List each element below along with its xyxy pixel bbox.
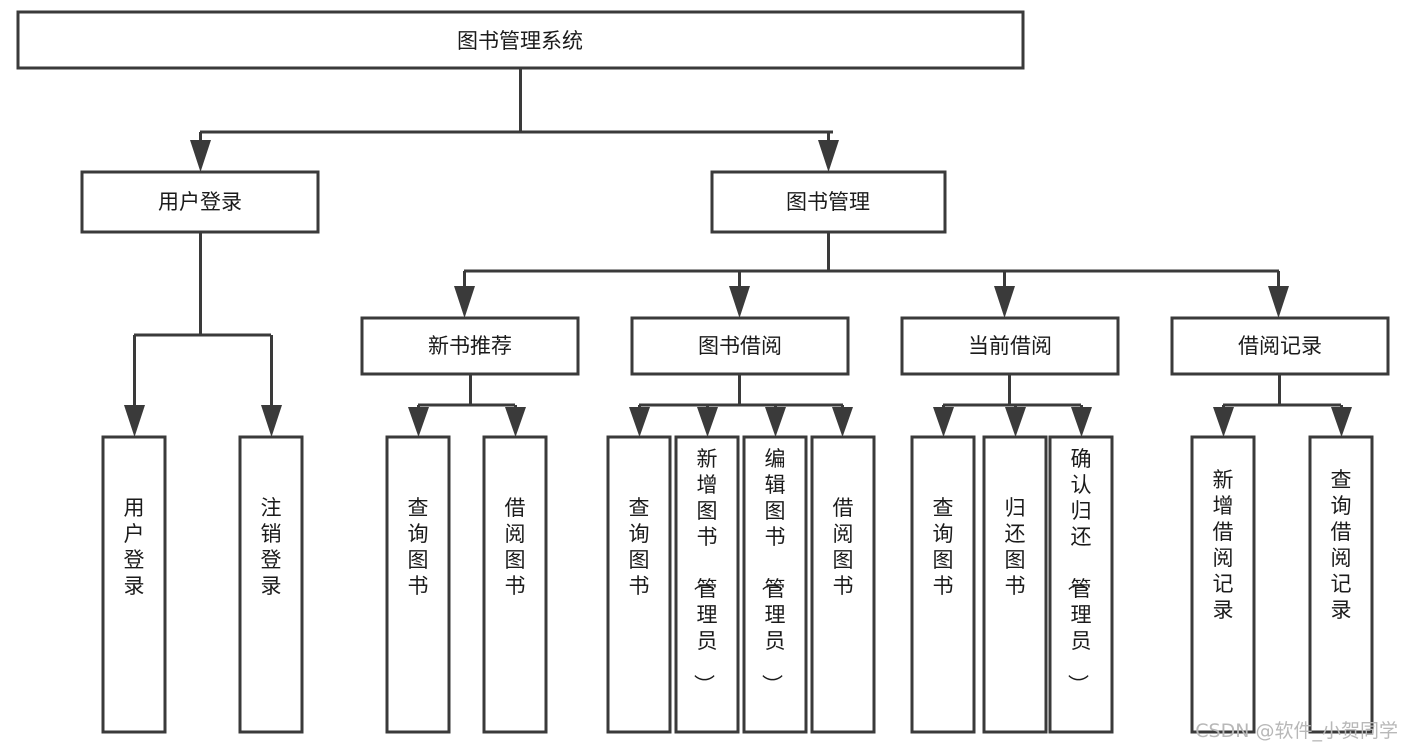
node-leaf-add-borrow-record-label: 新增借阅记录 bbox=[1213, 468, 1234, 622]
arrow-head-leaf-query-borrow-record bbox=[1331, 407, 1352, 437]
node-book-borrow[interactable]: 图书借阅 bbox=[630, 316, 850, 376]
node-leaf-user-login-box bbox=[101, 435, 167, 734]
node-user-login-box bbox=[80, 170, 320, 234]
node-leaf-edit-book-admin-box bbox=[742, 435, 808, 734]
connector-group-book-borrow bbox=[629, 374, 853, 437]
arrow-head-leaf-return-book bbox=[1005, 407, 1026, 437]
node-new-book-recommend[interactable]: 新书推荐 bbox=[360, 316, 580, 376]
node-leaf-query-book-borrow[interactable]: 查询图书 bbox=[606, 435, 672, 734]
arrow-head-book-borrow bbox=[729, 286, 750, 318]
node-leaf-query-book-rec-box bbox=[385, 435, 451, 734]
node-leaf-query-book-borrow-label: 查询图书 bbox=[629, 496, 650, 598]
node-leaf-query-book-current-box bbox=[910, 435, 976, 734]
arrow-head-book-management bbox=[818, 140, 839, 172]
node-current-borrow-label: 当前借阅 bbox=[968, 334, 1052, 358]
node-book-borrow-label: 图书借阅 bbox=[698, 334, 782, 358]
node-leaf-add-book-admin[interactable]: 新增图书（管理员） bbox=[674, 435, 740, 734]
node-leaf-query-borrow-record-label: 查询借阅记录 bbox=[1331, 468, 1352, 622]
node-leaf-add-borrow-record-box bbox=[1190, 435, 1256, 734]
csdn-watermark: CSDN @软件_小贺同学 bbox=[1195, 720, 1398, 742]
arrow-head-borrow-record bbox=[1268, 286, 1289, 318]
connector-group-user-login bbox=[124, 232, 282, 437]
connector-group-borrow-record bbox=[1213, 374, 1352, 437]
connector-group-root bbox=[190, 68, 839, 172]
node-leaf-add-borrow-record[interactable]: 新增借阅记录 bbox=[1190, 435, 1256, 734]
node-leaf-query-book-borrow-box bbox=[606, 435, 672, 734]
arrow-head-leaf-edit-book-admin bbox=[765, 407, 786, 437]
arrow-head-leaf-borrow-book-rec bbox=[505, 407, 526, 437]
connector-group-new-book-recommend bbox=[408, 374, 526, 437]
node-leaf-user-login-label: 用户登录 bbox=[124, 496, 145, 598]
node-leaf-borrow-book-box bbox=[810, 435, 876, 734]
node-leaf-add-book-admin-box bbox=[674, 435, 740, 734]
arrow-head-leaf-add-borrow-record bbox=[1213, 407, 1234, 437]
node-leaf-confirm-return-admin-label: 确认归还（管理员） bbox=[1066, 447, 1092, 695]
node-root-box bbox=[16, 10, 1025, 70]
node-leaf-borrow-book-rec[interactable]: 借阅图书 bbox=[482, 435, 548, 734]
node-leaf-confirm-return-admin[interactable]: 确认归还（管理员） bbox=[1048, 435, 1114, 734]
node-leaf-return-book-label: 归还图书 bbox=[1005, 496, 1026, 598]
node-root-label: 图书管理系统 bbox=[457, 29, 583, 53]
node-leaf-edit-book-admin[interactable]: 编辑图书（管理员） bbox=[742, 435, 808, 734]
node-leaf-query-book-rec-label: 查询图书 bbox=[408, 496, 429, 598]
node-new-book-recommend-label: 新书推荐 bbox=[428, 334, 512, 358]
node-leaf-borrow-book-rec-label: 借阅图书 bbox=[505, 496, 526, 598]
node-new-book-recommend-box bbox=[360, 316, 580, 376]
node-leaf-return-book[interactable]: 归还图书 bbox=[982, 435, 1048, 734]
node-leaf-confirm-return-admin-box bbox=[1048, 435, 1114, 734]
node-borrow-record-box bbox=[1170, 316, 1390, 376]
node-leaf-query-borrow-record-box bbox=[1308, 435, 1374, 734]
node-leaf-edit-book-admin-label: 编辑图书（管理员） bbox=[760, 447, 786, 695]
node-current-borrow-box bbox=[900, 316, 1120, 376]
node-leaf-add-book-admin-label: 新增图书（管理员） bbox=[692, 447, 718, 695]
arrow-head-user-login bbox=[190, 140, 211, 172]
node-leaf-logout-login[interactable]: 注销登录 bbox=[238, 435, 304, 734]
arrow-head-leaf-confirm-return-admin bbox=[1071, 407, 1092, 437]
node-leaf-borrow-book[interactable]: 借阅图书 bbox=[810, 435, 876, 734]
arrow-head-leaf-query-book-current bbox=[933, 407, 954, 437]
node-book-management-label: 图书管理 bbox=[786, 190, 870, 214]
arrow-head-current-borrow bbox=[994, 286, 1015, 318]
node-book-management[interactable]: 图书管理 bbox=[710, 170, 947, 234]
connector-group-book-management bbox=[454, 232, 1289, 318]
arrow-head-new-book-recommend bbox=[454, 286, 475, 318]
node-leaf-query-book-current[interactable]: 查询图书 bbox=[910, 435, 976, 734]
node-leaf-user-login[interactable]: 用户登录 bbox=[101, 435, 167, 734]
node-leaf-logout-login-box bbox=[238, 435, 304, 734]
node-book-management-box bbox=[710, 170, 947, 234]
arrow-head-leaf-borrow-book bbox=[832, 407, 853, 437]
node-user-login[interactable]: 用户登录 bbox=[80, 170, 320, 234]
node-root[interactable]: 图书管理系统 bbox=[16, 10, 1025, 70]
node-leaf-query-book-rec[interactable]: 查询图书 bbox=[385, 435, 451, 734]
arrow-head-leaf-logout-login bbox=[261, 405, 282, 437]
arrow-head-leaf-query-book-borrow bbox=[629, 407, 650, 437]
node-leaf-borrow-book-label: 借阅图书 bbox=[833, 496, 854, 598]
node-leaf-query-book-current-label: 查询图书 bbox=[933, 496, 954, 598]
node-user-login-label: 用户登录 bbox=[158, 190, 242, 214]
node-leaf-borrow-book-rec-box bbox=[482, 435, 548, 734]
node-leaf-logout-login-label: 注销登录 bbox=[261, 496, 282, 598]
arrow-head-leaf-user-login bbox=[124, 405, 145, 437]
node-book-borrow-box bbox=[630, 316, 850, 376]
node-leaf-query-borrow-record[interactable]: 查询借阅记录 bbox=[1308, 435, 1374, 734]
connector-group-current-borrow bbox=[933, 374, 1092, 437]
node-borrow-record-label: 借阅记录 bbox=[1238, 334, 1322, 358]
arrow-head-leaf-add-book-admin bbox=[697, 407, 718, 437]
node-current-borrow[interactable]: 当前借阅 bbox=[900, 316, 1120, 376]
node-borrow-record[interactable]: 借阅记录 bbox=[1170, 316, 1390, 376]
arrow-head-leaf-query-book-rec bbox=[408, 407, 429, 437]
node-leaf-return-book-box bbox=[982, 435, 1048, 734]
